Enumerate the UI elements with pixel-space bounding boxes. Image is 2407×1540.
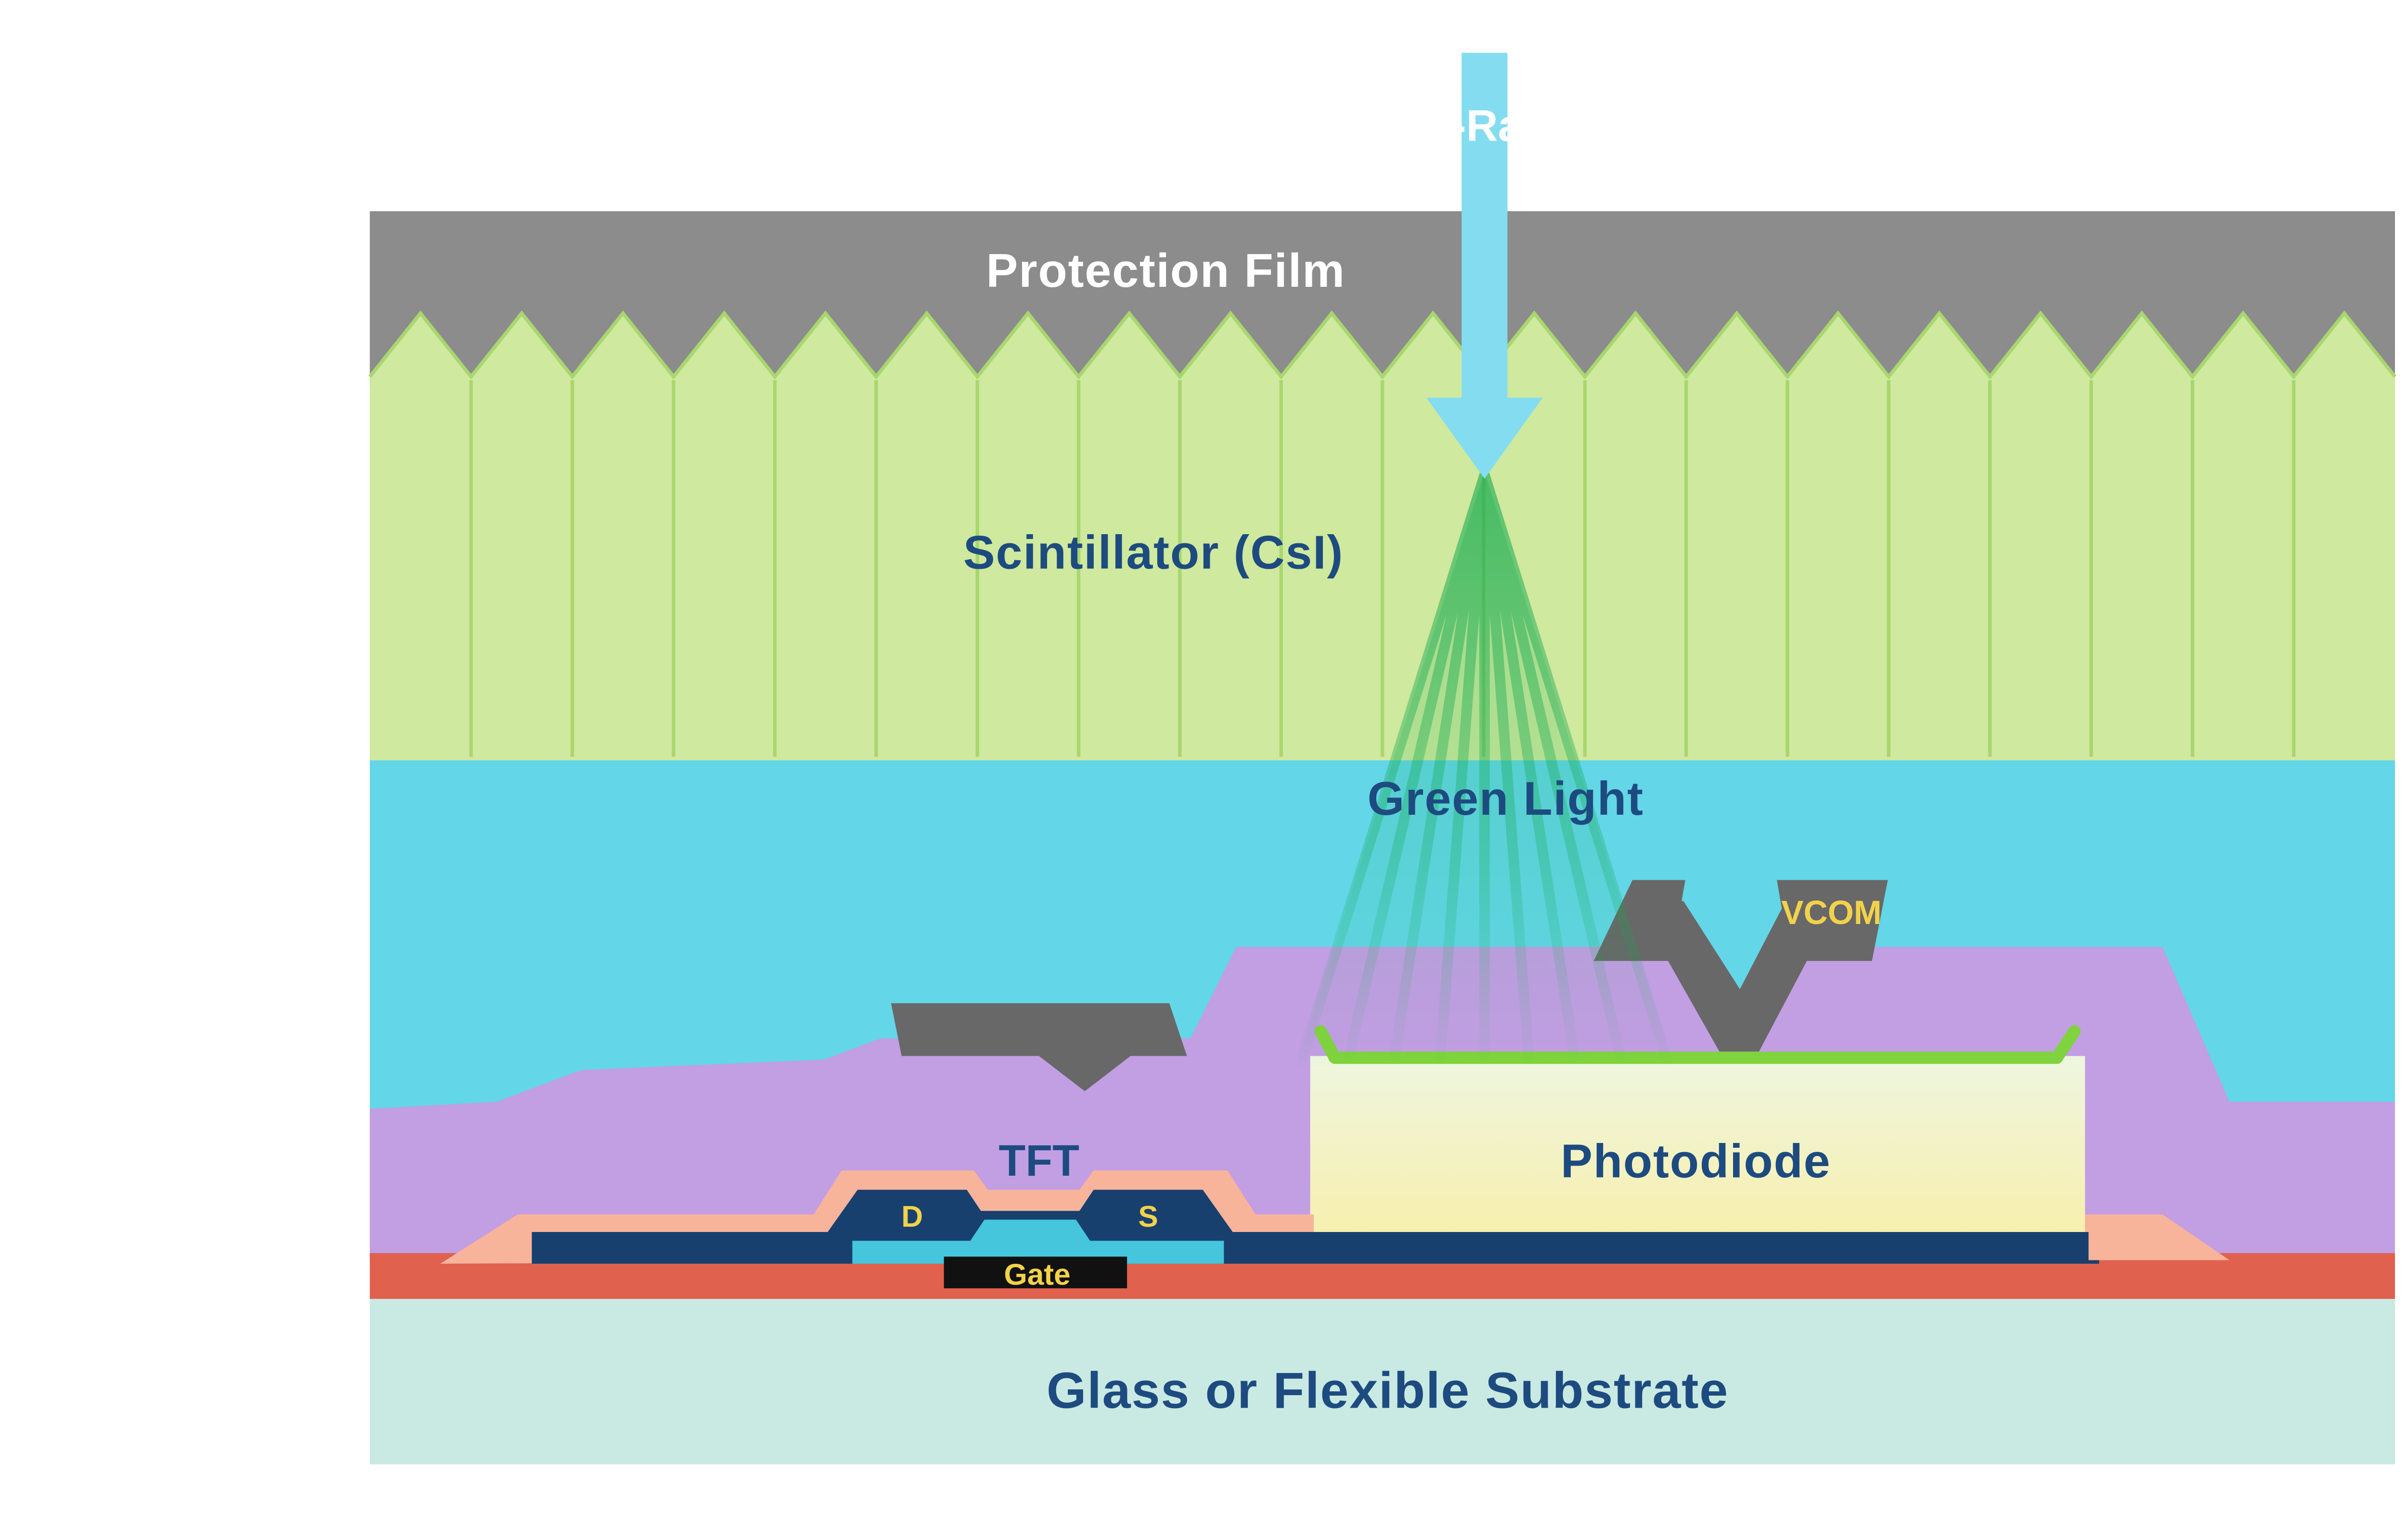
xray-arrow-head [1426,398,1543,479]
source-label: S [1138,1200,1158,1233]
scintillator-label: Scintillator (CsI) [963,526,1344,578]
gray-contact-electrode [891,1003,1187,1091]
substrate-layer [370,1295,2395,1464]
drain-label: D [901,1200,923,1233]
xray-arrow-shaft [1462,52,1508,401]
gate-insulator-layer [852,1219,1224,1264]
protection-film-layer [370,211,2395,387]
green-light-rays [1298,470,1671,1062]
right-contact-step [2088,1214,2230,1260]
photodiode-body [1310,1056,2085,1232]
vcom-label: VCOM [1781,894,1881,931]
photodiode-label: Photodiode [1561,1135,1831,1188]
gate-electrode [944,1257,1127,1289]
protection-film-label: Protection Film [986,244,1346,297]
tft-label: TFT [998,1136,1079,1185]
scintillator-crystal-tips [368,310,2396,380]
vcom-electrode-via [1634,901,1839,1088]
gate-label: Gate [1004,1258,1071,1292]
green-light-label: Green Light [1368,772,1644,825]
substrate-label: Glass or Flexible Substrate [1047,1362,1729,1419]
xray-label: X-Ray [1422,102,1547,151]
